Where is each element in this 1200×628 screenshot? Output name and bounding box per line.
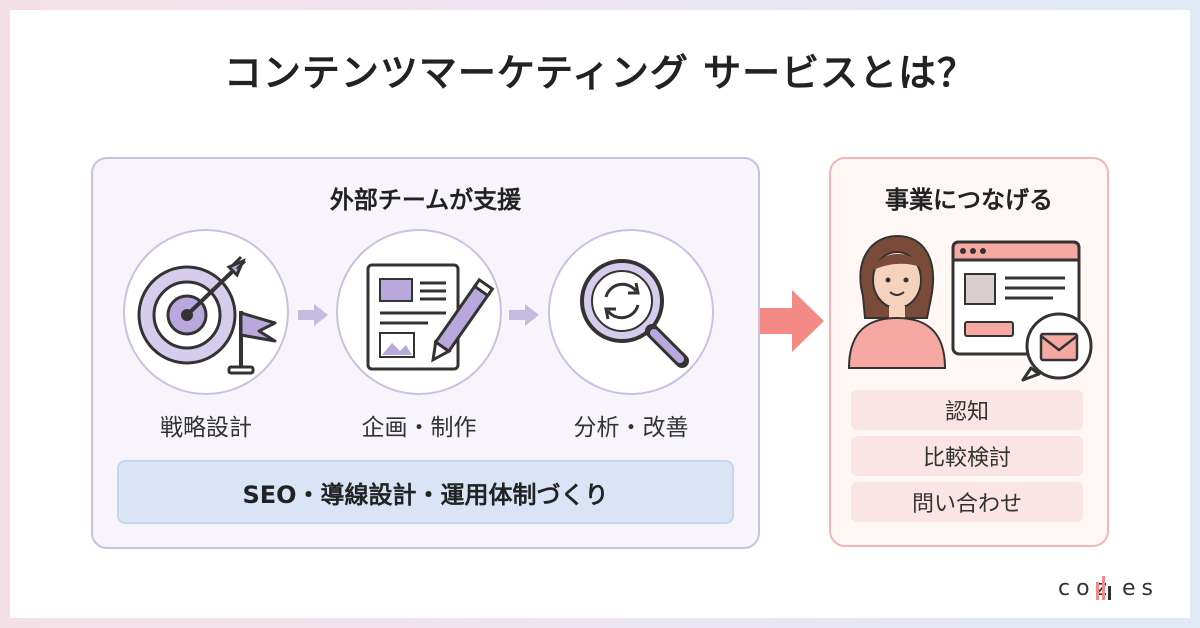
step-planning-circle [336,229,502,395]
logo-bars-icon [1094,574,1116,606]
document-pen-icon [366,263,495,371]
step-arrow-icon [298,302,328,332]
step-planning-label: 企画・制作 [361,415,477,441]
business-panel-heading: 事業につなげる [885,186,1053,214]
flow-arrow-icon [760,290,824,356]
service-banner: SEO・導線設計・運用体制づくり [117,460,734,524]
page-title: コンテンツマーケティング サービスとは？ [223,51,977,95]
target-flag-icon [137,255,277,375]
step-strategy-circle [123,229,289,395]
step-strategy-label: 戦略設計 [160,415,252,441]
outcome-consideration: 比較検討 [851,436,1083,476]
step-analysis-circle [548,229,714,395]
step-arrow-icon [509,302,539,332]
outcome-inquiry: 問い合わせ [851,482,1083,522]
step-analysis-label: 分析・改善 [573,415,689,441]
woman-browser-mail-icon [843,228,1099,392]
magnifier-refresh-icon [580,259,689,368]
outcome-awareness: 認知 [851,390,1083,430]
support-panel-heading: 外部チームが支援 [329,186,522,214]
logo-text-right: es [1122,576,1159,601]
